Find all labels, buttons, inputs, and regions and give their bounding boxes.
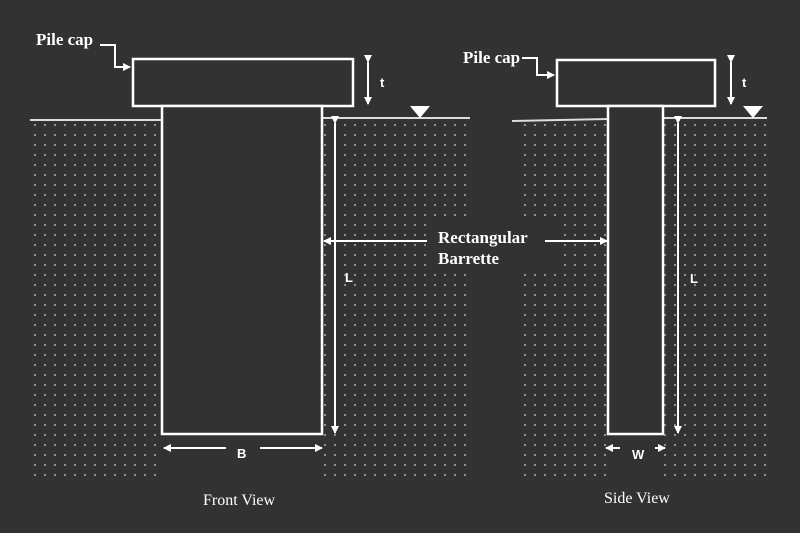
thickness-label-side: t [742,75,747,90]
barrette-label-line2: Barrette [438,249,499,268]
barrette-side [606,104,665,436]
width-label: W [632,447,645,462]
barrette-label: Rectangular [438,228,528,247]
side-view-title: Side View [604,490,670,507]
water-table-icon [743,106,763,118]
soil-front [30,124,470,480]
pile-cap-label-front: Pile cap [36,30,93,49]
pile-cap-front [131,57,355,108]
front-view-title: Front View [203,492,276,509]
length-label-front: L [345,270,353,285]
breadth-label: B [237,446,246,461]
water-table-icon [410,106,430,118]
length-label-side: L [690,271,698,286]
ground-line-front [30,117,470,121]
pile-cap-side [555,58,717,108]
thickness-label-front: t [380,75,385,90]
pile-cap-label-side: Pile cap [463,48,520,67]
barrette-front [160,104,324,436]
